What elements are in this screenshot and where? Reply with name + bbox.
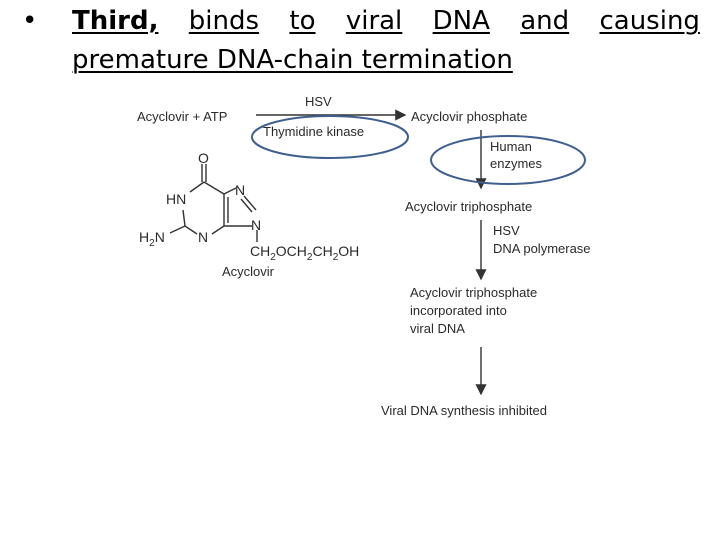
step1-enzyme-bottom: Thymidine kinase [263, 124, 364, 139]
bond-c5-n7 [223, 187, 237, 195]
bond-n7-c8-double [240, 198, 253, 213]
atom-n-ring-label: N [198, 229, 208, 245]
highlight-ellipse-thymidine-kinase [251, 115, 409, 159]
heading-word-third: Third, [72, 6, 159, 36]
final-outcome-label: Viral DNA synthesis inhibited [381, 403, 547, 418]
highlight-ellipse-human-enzymes [430, 135, 586, 185]
product3-line2: incorporated into [410, 303, 507, 318]
reactant-label: Acyclovir + ATP [137, 109, 227, 124]
heading-line-1: Third, binds to viral DNA and causing [72, 2, 700, 41]
heading-word-dna: DNA [432, 6, 490, 36]
atom-h2n-label: H2N [139, 229, 165, 249]
atom-o-label: O [198, 150, 209, 166]
step2-enzyme-line2: enzymes [490, 156, 543, 171]
atom-n-imidazole-top: N [235, 182, 245, 198]
bond-c6-n1 [189, 181, 205, 193]
bond-c2-n3 [184, 225, 198, 235]
heading-word-viral: viral [345, 6, 403, 36]
heading-word-to: to [289, 6, 316, 36]
bond-c2-nh2 [169, 225, 186, 234]
bond-n3-c4 [211, 225, 225, 235]
acyclovir-structure [169, 164, 258, 242]
heading-word-and: and [520, 6, 570, 36]
product3-line3: viral DNA [410, 321, 465, 336]
atom-n-imidazole-bottom: N [251, 217, 261, 233]
bond-n7-c8 [243, 195, 257, 211]
bond-c6-c5 [203, 181, 225, 195]
step2-enzyme-line1: Human [490, 139, 532, 154]
product2-label: Acyclovir triphosphate [405, 199, 532, 214]
bond-n1-c2 [182, 209, 186, 227]
step3-enzyme-line1: HSV [493, 223, 520, 238]
step1-enzyme-top: HSV [305, 94, 332, 109]
step3-enzyme-line2: DNA polymerase [493, 241, 591, 256]
heading-line-2: premature DNA-chain termination [72, 45, 513, 75]
heading-word-causing: causing [599, 6, 700, 36]
atom-hn-label: HN [166, 191, 186, 207]
structure-name-label: Acyclovir [222, 264, 275, 279]
product1-label: Acyclovir phosphate [411, 109, 527, 124]
bullet-marker: • [22, 6, 38, 36]
side-chain-label: CH2OCH2CH2OH [250, 243, 359, 263]
product3-line1: Acyclovir triphosphate [410, 285, 537, 300]
heading-word-binds: binds [188, 6, 260, 36]
